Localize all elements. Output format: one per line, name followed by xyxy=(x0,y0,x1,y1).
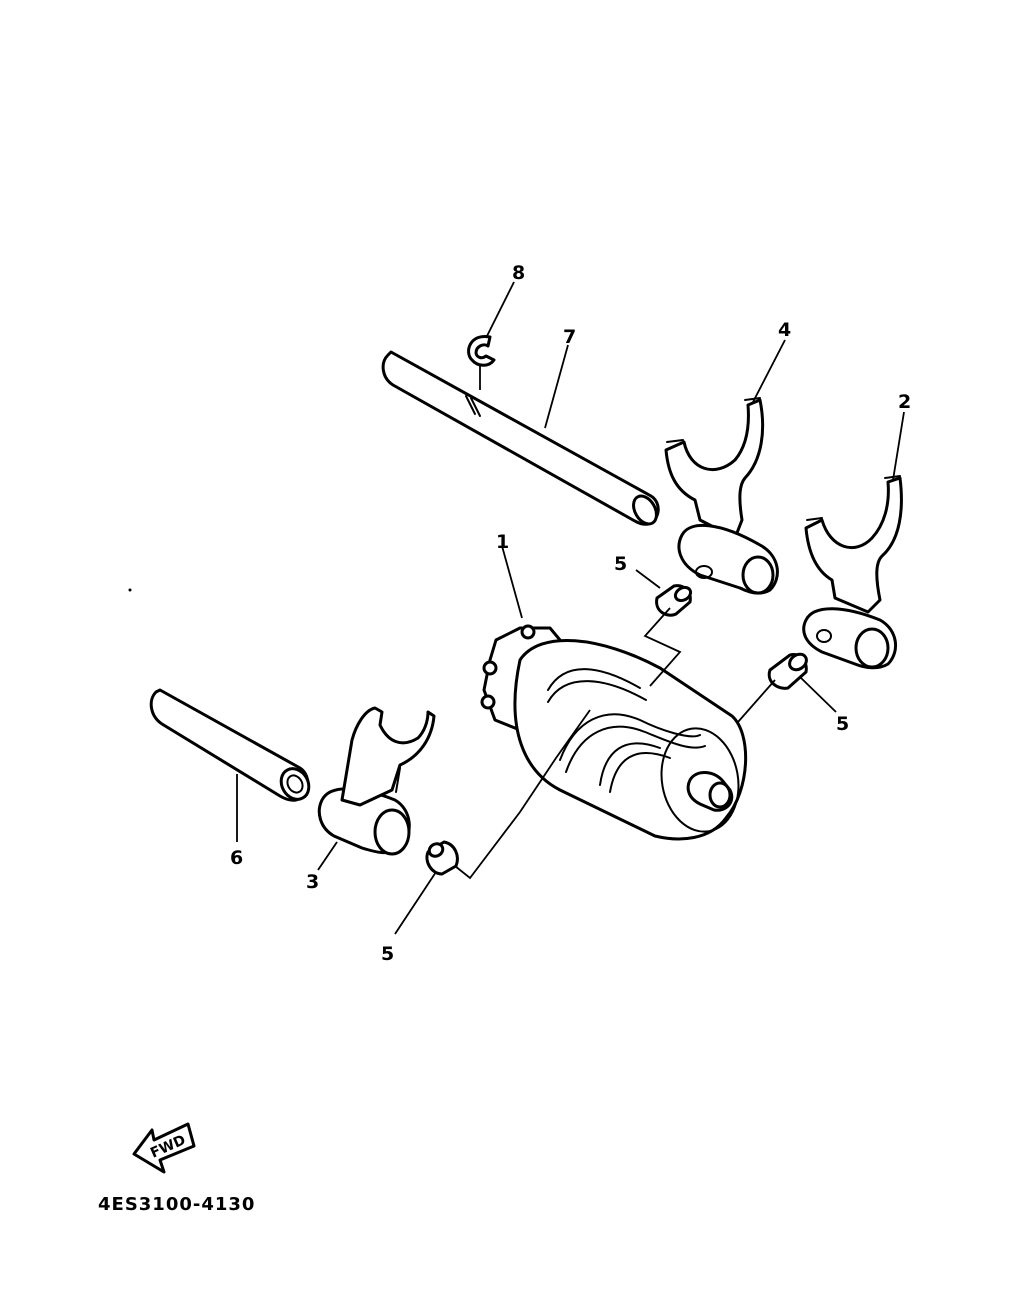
shift-cam xyxy=(480,624,748,841)
callout-4: 4 xyxy=(778,319,791,341)
callout-5-top: 5 xyxy=(614,553,627,575)
diagram-code: 4ES3100-4130 xyxy=(98,1194,255,1215)
callout-8: 8 xyxy=(512,262,525,284)
stray-dot xyxy=(128,588,132,592)
callout-1: 1 xyxy=(496,531,509,553)
callout-5-right: 5 xyxy=(836,713,849,735)
forward-arrow-icon: FWD xyxy=(132,1122,196,1174)
shift-fork-3 xyxy=(317,706,436,856)
callout-5-bottom: 5 xyxy=(381,943,394,965)
callout-3: 3 xyxy=(306,871,319,893)
shift-fork-4 xyxy=(664,397,779,595)
callout-7: 7 xyxy=(563,326,576,348)
callout-2: 2 xyxy=(898,391,911,413)
guide-bar-top xyxy=(655,584,693,617)
guide-bar-right xyxy=(767,652,808,690)
circlip xyxy=(467,335,496,367)
guide-bar-bottom xyxy=(425,840,459,876)
callout-6: 6 xyxy=(230,847,243,869)
leader-lines xyxy=(236,281,905,935)
callout-labels: 1 2 3 4 5 5 5 6 7 8 xyxy=(230,262,911,965)
short-shift-fork-shaft xyxy=(149,688,311,802)
shift-fork-2 xyxy=(802,475,903,670)
long-shift-fork-shaft xyxy=(381,350,660,526)
